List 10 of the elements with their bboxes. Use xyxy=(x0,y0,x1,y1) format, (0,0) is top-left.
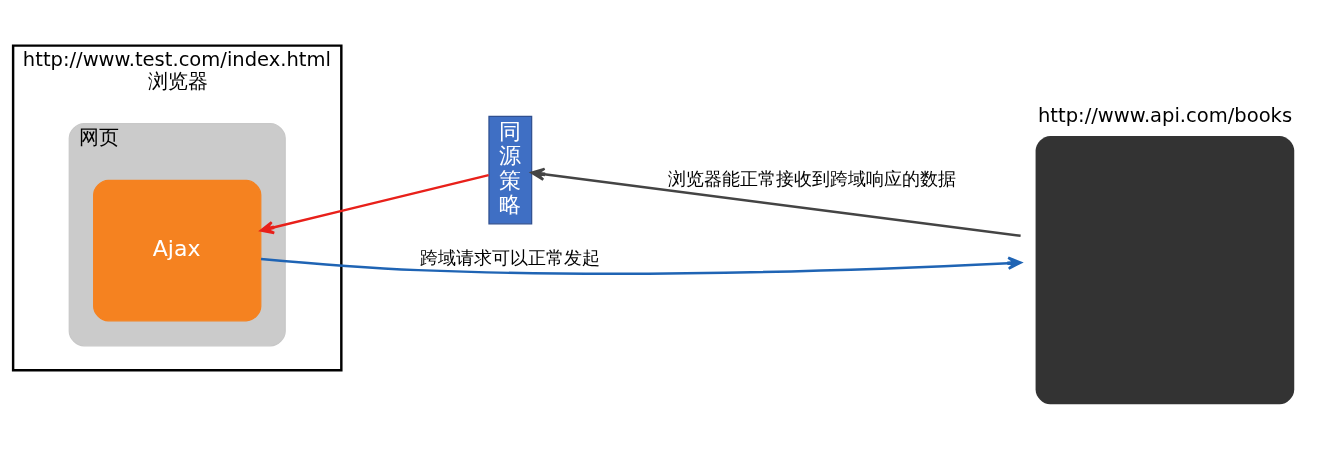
node-label: http://www.test.com/index.html xyxy=(22,47,331,71)
node-box: Ajax xyxy=(93,179,262,321)
arrow xyxy=(530,167,1021,237)
node-label: http://www.api.com/books xyxy=(1038,103,1293,127)
arrow xyxy=(259,173,489,234)
edge-label: 跨域请求可以正常发起 xyxy=(420,246,601,268)
node-box xyxy=(1035,135,1295,404)
arrow xyxy=(260,255,1022,275)
edge-label: 浏览器能正常接收到跨域响应的数据 xyxy=(667,167,956,189)
node-box: 同源策略 xyxy=(488,115,533,224)
